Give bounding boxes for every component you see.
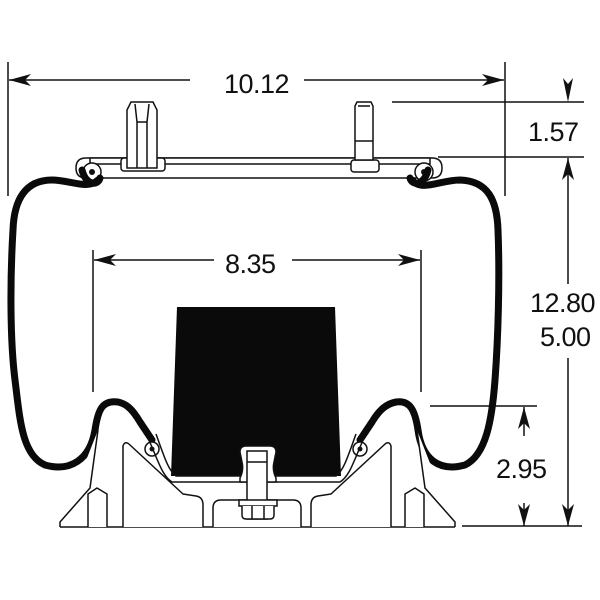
air-fitting-stud <box>350 101 380 173</box>
overall-width-label: 10.12 <box>224 69 289 99</box>
min-height-label: 5.00 <box>540 322 591 352</box>
dimension-piston-width: 8.35 <box>92 249 422 392</box>
bottom-bolt <box>238 445 278 520</box>
max-height-label: 12.80 <box>530 288 595 318</box>
arrow-down-icon <box>563 78 573 102</box>
blind-nut-stud <box>120 101 166 172</box>
dimension-height-range: 12.80 5.00 <box>462 158 596 527</box>
piston-height-label: 2.95 <box>496 454 547 484</box>
dimension-piston-height: 2.95 <box>430 405 547 526</box>
piston-width-label: 8.35 <box>225 249 276 279</box>
dimension-overall-width: 10.12 <box>7 62 506 196</box>
rubber-bellows <box>7 166 503 471</box>
stud-height-label: 1.57 <box>528 117 579 147</box>
bumper <box>171 307 341 476</box>
dimension-stud-height: 1.57 <box>392 78 584 158</box>
